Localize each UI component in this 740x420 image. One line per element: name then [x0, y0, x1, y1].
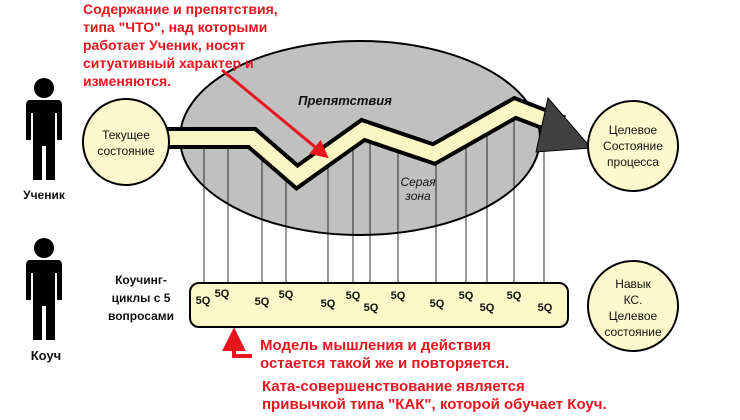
coaching-cycle-label: 5Q	[480, 302, 495, 314]
top-annotation-arrow	[221, 68, 329, 159]
progress-arrow-head	[535, 96, 593, 153]
coaching-cycle-label: 5Q	[215, 288, 230, 300]
coaching-cycle-label: 5Q	[364, 302, 379, 314]
coaching-cycle-label: 5Q	[391, 290, 406, 302]
coaching-cycle-label: 5Q	[459, 290, 474, 302]
coaching-cycles-bar	[189, 282, 569, 328]
student-figure-icon	[26, 78, 62, 180]
progress-path	[160, 100, 565, 186]
top-annotation-line-5: изменяются.	[83, 73, 171, 89]
bottom-annotation-2-line-1: Ката-совершенствование является	[262, 378, 525, 395]
coaching-cycle-label: 5Q	[507, 290, 522, 302]
target-process-label-1: Целевое	[609, 123, 658, 137]
target-process-label-2: Состояние	[603, 139, 663, 153]
skill-state-label-1: Навык	[615, 277, 651, 291]
cycle-connector-lines	[203, 110, 545, 288]
target-process-state-circle	[587, 100, 679, 192]
student-label: Ученик	[23, 188, 66, 202]
current-state-label-2: состояние	[97, 144, 155, 158]
coach-figure-icon	[26, 238, 62, 340]
current-state-label-1: Текущее	[102, 128, 150, 142]
obstacles-title: Препятствия	[298, 93, 392, 108]
bottom-annotation-1-line-1: Модель мышления и действия	[260, 337, 491, 354]
bottom-annotation-arrow	[222, 327, 252, 358]
top-annotation-line-4: ситуативный характер и	[83, 55, 254, 71]
coaching-cycle-label: 5Q	[430, 298, 445, 310]
coaching-cycle-label: 5Q	[538, 302, 553, 314]
top-annotation-line-2: типа "ЧТО", над которыми	[83, 19, 267, 35]
skill-state-label-3: Целевое	[609, 309, 658, 323]
coaching-cycle-label: 5Q	[255, 296, 270, 308]
bottom-annotation-2-line-2: привычкой типа "КАК", которой обучает Ко…	[262, 396, 607, 413]
top-annotation-line-1: Содержание и препятствия,	[83, 1, 278, 17]
current-state-circle	[82, 98, 170, 186]
top-annotation-line-3: работает Ученик, носят	[83, 37, 245, 53]
skill-state-label-4: состояние	[604, 325, 662, 339]
skill-state-circle	[587, 260, 679, 352]
coaching-cycle-label: 5Q	[196, 295, 211, 307]
coaching-cycle-label: 5Q	[346, 290, 361, 302]
bottom-annotation-1-line-2: остается такой же и повторяется.	[260, 355, 509, 372]
coaching-cycle-label: 5Q	[279, 289, 294, 301]
gray-zone-label-2: зона	[404, 189, 431, 203]
skill-state-label-2: КС.	[624, 293, 643, 307]
coaching-label-3: вопросами	[108, 309, 174, 323]
gray-zone-label-1: Серая	[400, 175, 436, 189]
coaching-label-2: циклы с 5	[112, 291, 171, 305]
coaching-cycle-label: 5Q	[321, 298, 336, 310]
target-process-label-3: процесса	[607, 155, 659, 169]
coaching-label-1: Коучинг-	[115, 273, 167, 287]
coach-label: Коуч	[31, 348, 61, 363]
